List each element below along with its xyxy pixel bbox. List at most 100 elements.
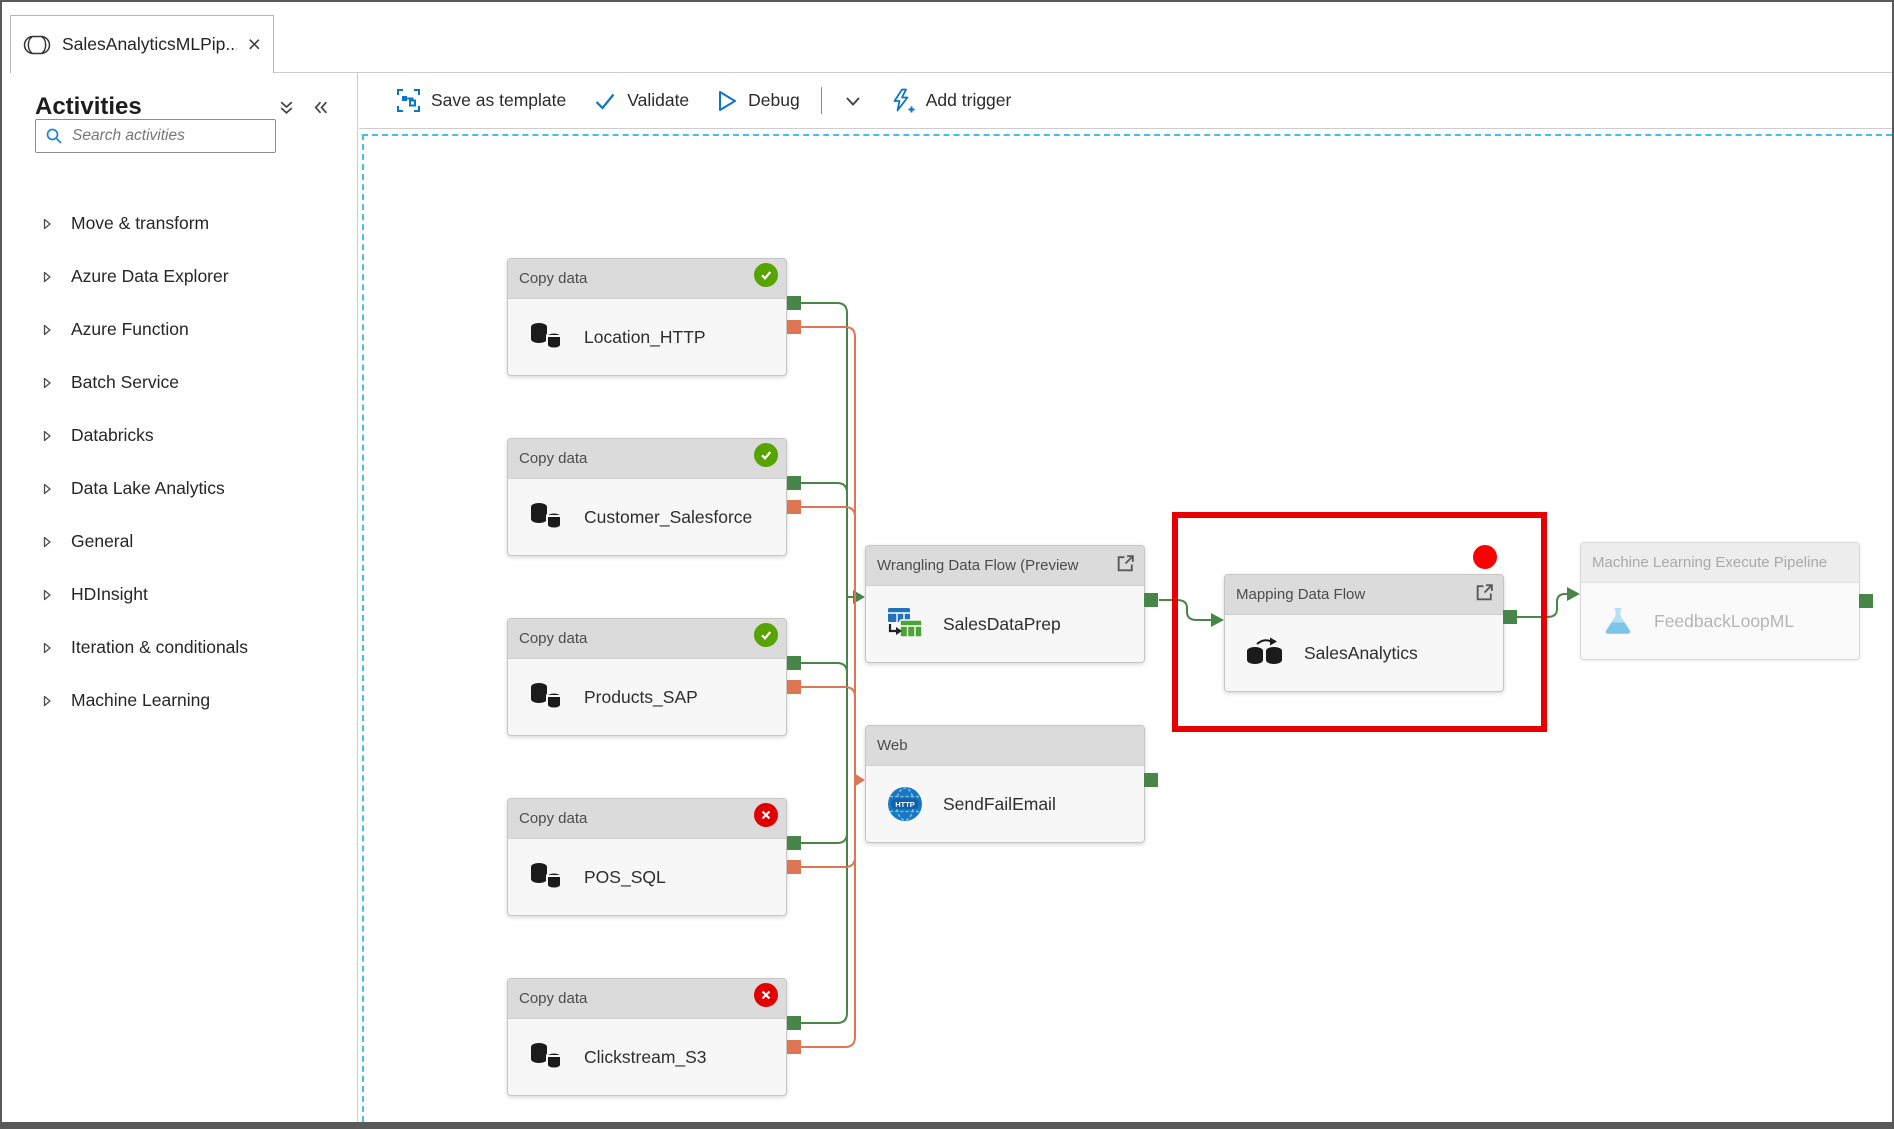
sidebar-item-move-transform[interactable]: Move & transform (2, 197, 356, 250)
chevron-right-icon (43, 695, 51, 706)
sidebar-item-label: HDInsight (71, 584, 148, 604)
save-as-template-label: Save as template (431, 90, 567, 110)
copy-data-icon (528, 681, 565, 713)
chevron-right-icon (43, 324, 51, 335)
sidebar-item-label: Batch Service (71, 372, 179, 392)
sidebar-title: Activities (35, 93, 142, 120)
status-success-icon (754, 623, 778, 647)
search-icon (45, 127, 63, 145)
sidebar-item-label: Machine Learning (71, 690, 211, 710)
node-name-label: Products_SAP (584, 686, 698, 707)
sidebar-item-azure-data-explorer[interactable]: Azure Data Explorer (2, 250, 356, 303)
sidebar-item-label: Iteration & conditionals (71, 637, 249, 657)
open-flow-icon[interactable] (1115, 553, 1136, 578)
activities-sidebar: Activities (2, 73, 358, 1122)
sidebar-item-databricks[interactable]: Databricks (2, 409, 356, 462)
sidebar-header: Activities (35, 93, 329, 121)
pipeline-canvas[interactable]: Copy data Location_HTTP (359, 129, 1892, 1122)
sidebar-item-data-lake-analytics[interactable]: Data Lake Analytics (2, 462, 356, 515)
validate-label: Validate (627, 90, 690, 110)
svg-text:HTTP: HTTP (895, 800, 915, 809)
mapping-data-flow-icon (1245, 636, 1285, 670)
status-error-icon (754, 803, 778, 827)
node-name-label: SalesDataPrep (943, 613, 1061, 634)
pipeline-icon (23, 35, 51, 55)
sidebar-item-label: Move & transform (71, 213, 210, 233)
web-http-icon: HTTP (886, 785, 924, 823)
activity-node-location-http[interactable]: Copy data Location_HTTP (507, 258, 787, 376)
node-name-label: POS_SQL (584, 866, 666, 887)
template-icon (397, 89, 420, 112)
copy-data-icon (528, 501, 565, 533)
node-name-label: FeedbackLoopML (1654, 610, 1795, 631)
activity-node-salesanalytics[interactable]: Mapping Data Flow (1224, 574, 1504, 692)
debug-button[interactable]: Debug (716, 89, 800, 113)
chevron-right-icon (43, 377, 51, 388)
chevron-right-icon (43, 271, 51, 282)
status-success-icon (754, 263, 778, 287)
status-success-icon (754, 443, 778, 467)
node-type-label: Mapping Data Flow (1236, 586, 1366, 603)
tab-pipeline[interactable]: SalesAnalyticsMLPip... × (10, 15, 274, 73)
activity-node-feedbackloopml[interactable]: Machine Learning Execute Pipeline Feedba… (1580, 542, 1860, 660)
sidebar-item-general[interactable]: General (2, 515, 356, 568)
node-type-label: Copy data (519, 810, 588, 827)
node-name-label: SendFailEmail (943, 793, 1056, 814)
copy-data-icon (528, 861, 565, 893)
debug-label: Debug (748, 90, 800, 110)
chevron-right-icon (43, 218, 51, 229)
add-trigger-button[interactable]: Add trigger (890, 88, 1012, 114)
sidebar-item-label: Databricks (71, 425, 154, 445)
activity-node-sendfailemail[interactable]: Web HTTP SendFailEmail (865, 725, 1145, 843)
chevron-right-icon (43, 536, 51, 547)
chevron-right-icon (43, 483, 51, 494)
collapse-panel-icon[interactable] (312, 99, 329, 116)
open-flow-icon[interactable] (1474, 582, 1495, 607)
canvas-boundary-left (362, 134, 364, 1122)
sidebar-item-azure-function[interactable]: Azure Function (2, 303, 356, 356)
debug-options-dropdown[interactable] (843, 91, 863, 111)
node-type-label: Web (877, 737, 908, 754)
sidebar-item-machine-learning[interactable]: Machine Learning (2, 674, 356, 727)
search-activities-input[interactable] (72, 127, 266, 145)
chevron-down-icon (846, 96, 860, 106)
sidebar-item-label: Azure Data Explorer (71, 266, 229, 286)
activity-node-products-sap[interactable]: Copy data Products_SAP (507, 618, 787, 736)
copy-data-icon (528, 321, 565, 353)
node-name-label: SalesAnalytics (1304, 642, 1418, 663)
node-name-label: Customer_Salesforce (584, 506, 753, 527)
chevron-right-icon (43, 642, 51, 653)
activity-node-salesdataprep[interactable]: Wrangling Data Flow (Preview (865, 545, 1145, 663)
activity-node-clickstream-s3[interactable]: Copy data Clickstream_S3 (507, 978, 787, 1096)
node-type-label: Wrangling Data Flow (Preview (877, 557, 1079, 574)
status-error-icon (754, 983, 778, 1007)
machine-learning-flask-icon (1601, 605, 1635, 637)
collapse-all-icon[interactable] (278, 99, 295, 116)
close-icon[interactable]: × (247, 31, 261, 57)
node-type-label: Machine Learning Execute Pipeline (1592, 554, 1828, 571)
sidebar-item-batch-service[interactable]: Batch Service (2, 356, 356, 409)
tabbar-divider (273, 72, 1892, 73)
wrangling-data-flow-icon (886, 606, 924, 642)
node-name-label: Clickstream_S3 (584, 1046, 707, 1067)
validate-button[interactable]: Validate (593, 89, 689, 113)
sidebar-item-hdinsight[interactable]: HDInsight (2, 568, 356, 621)
add-trigger-label: Add trigger (925, 90, 1012, 110)
sidebar-item-label: General (71, 531, 134, 551)
sidebar-item-iteration-conditionals[interactable]: Iteration & conditionals (2, 621, 356, 674)
sidebar-item-label: Azure Function (71, 319, 189, 339)
sidebar-item-label: Data Lake Analytics (71, 478, 225, 498)
node-type-label: Copy data (519, 990, 588, 1007)
lightning-icon (893, 88, 915, 112)
copy-data-icon (528, 1041, 565, 1073)
activity-node-customer-salesforce[interactable]: Copy data Customer_Salesforce (507, 438, 787, 556)
chevron-right-icon (43, 589, 51, 600)
check-icon (595, 93, 615, 110)
activity-category-list: Move & transform Azure Data Explorer Azu… (2, 197, 356, 727)
node-type-label: Copy data (519, 270, 588, 287)
search-activities-box[interactable] (35, 119, 276, 153)
node-name-label: Location_HTTP (584, 326, 706, 347)
save-as-template-button[interactable]: Save as template (396, 88, 566, 113)
activity-node-pos-sql[interactable]: Copy data POS_SQL (507, 798, 787, 916)
